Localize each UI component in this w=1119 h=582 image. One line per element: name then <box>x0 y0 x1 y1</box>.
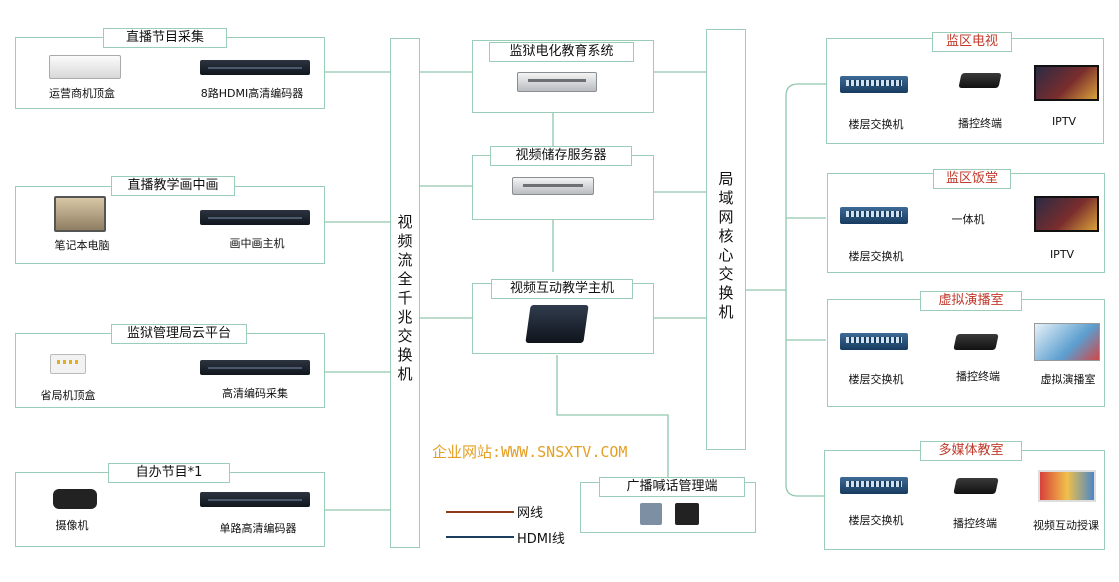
rack-host-icon <box>200 210 310 225</box>
device-label: 楼层交换机 <box>848 250 904 263</box>
panel-title: 虚拟演播室 <box>920 291 1022 311</box>
iptv-icon <box>1034 65 1099 101</box>
rack-encoder-icon <box>200 360 310 375</box>
router-icon <box>50 354 86 374</box>
device-label: 省局机顶盒 <box>40 389 96 402</box>
panel-title: 直播教学画中画 <box>111 176 235 196</box>
device-label: 运营商机顶盒 <box>49 87 115 100</box>
camera-icon <box>53 489 97 509</box>
playback-terminal-icon <box>953 478 999 494</box>
panel-title: 广播喊话管理端 <box>599 477 745 497</box>
device-label: 8路HDMI高清编码器 <box>200 87 304 100</box>
server-icon <box>517 72 597 92</box>
legend-hdmi-line <box>446 536 514 538</box>
floor-switch-icon <box>840 477 908 494</box>
device-label: IPTV <box>1051 115 1077 128</box>
device-label: 播控终端 <box>953 517 997 530</box>
panel-title: 监区饭堂 <box>933 169 1011 189</box>
floor-switch-icon <box>840 76 908 93</box>
core-switch-label: 局域网核心交换机 <box>718 170 734 321</box>
gigabit-switch <box>390 38 420 548</box>
panel-title: 监区电视 <box>932 32 1012 52</box>
floor-switch-icon <box>840 207 908 224</box>
legend-label: HDMI线 <box>517 532 565 547</box>
device-label: 高清编码采集 <box>222 387 288 400</box>
terminal-icon <box>675 503 699 525</box>
laptop-icon <box>54 196 106 232</box>
device-label: 楼层交换机 <box>848 118 904 131</box>
connector <box>556 355 669 482</box>
core-switch <box>706 29 746 450</box>
playback-terminal-icon <box>958 73 1002 88</box>
virtual-studio-icon <box>1034 323 1100 361</box>
rack-encoder-icon <box>200 60 310 75</box>
device-label: 播控终端 <box>956 370 1000 383</box>
panel-title: 监狱管理局云平台 <box>111 324 247 344</box>
device-label: 楼层交换机 <box>848 514 904 527</box>
set-top-box-icon <box>49 55 121 79</box>
device-label: 单路高清编码器 <box>219 522 297 535</box>
connector <box>785 83 826 290</box>
device-label: IPTV <box>1049 248 1075 261</box>
connector <box>785 290 824 497</box>
panel-title: 监狱电化教育系统 <box>489 42 634 62</box>
legend-network-line <box>446 511 514 513</box>
server-icon <box>512 177 594 195</box>
microphone-icon <box>640 503 662 525</box>
gigabit-switch-label: 视频流全千兆交换机 <box>397 213 413 383</box>
device-label: 笔记本电脑 <box>54 239 110 252</box>
panel-title: 多媒体教室 <box>920 441 1022 461</box>
panel-title: 直播节目采集 <box>103 28 227 48</box>
device-label: 虚拟演播室 <box>1040 373 1096 386</box>
device-label: 一体机 <box>949 211 987 227</box>
watermark: 企业网站:WWW.SNSXTV.COM <box>432 443 628 461</box>
device-label: 画中画主机 <box>229 237 285 250</box>
rack-encoder-icon <box>200 492 310 507</box>
device-label: 播控终端 <box>958 117 1002 130</box>
legend-label: 网线 <box>517 506 544 521</box>
floor-switch-icon <box>840 333 908 350</box>
panel-title: 自办节目*1 <box>108 463 230 483</box>
device-label: 视频互动授课 <box>1033 519 1099 532</box>
playback-terminal-icon <box>953 334 999 350</box>
panel-title: 视频储存服务器 <box>490 146 632 166</box>
interactive-class-icon <box>1038 470 1096 502</box>
panel-title: 视频互动教学主机 <box>491 279 633 299</box>
console-icon <box>525 305 589 343</box>
device-label: 楼层交换机 <box>848 373 904 386</box>
device-label: 摄像机 <box>55 519 89 532</box>
iptv-icon <box>1034 196 1099 232</box>
